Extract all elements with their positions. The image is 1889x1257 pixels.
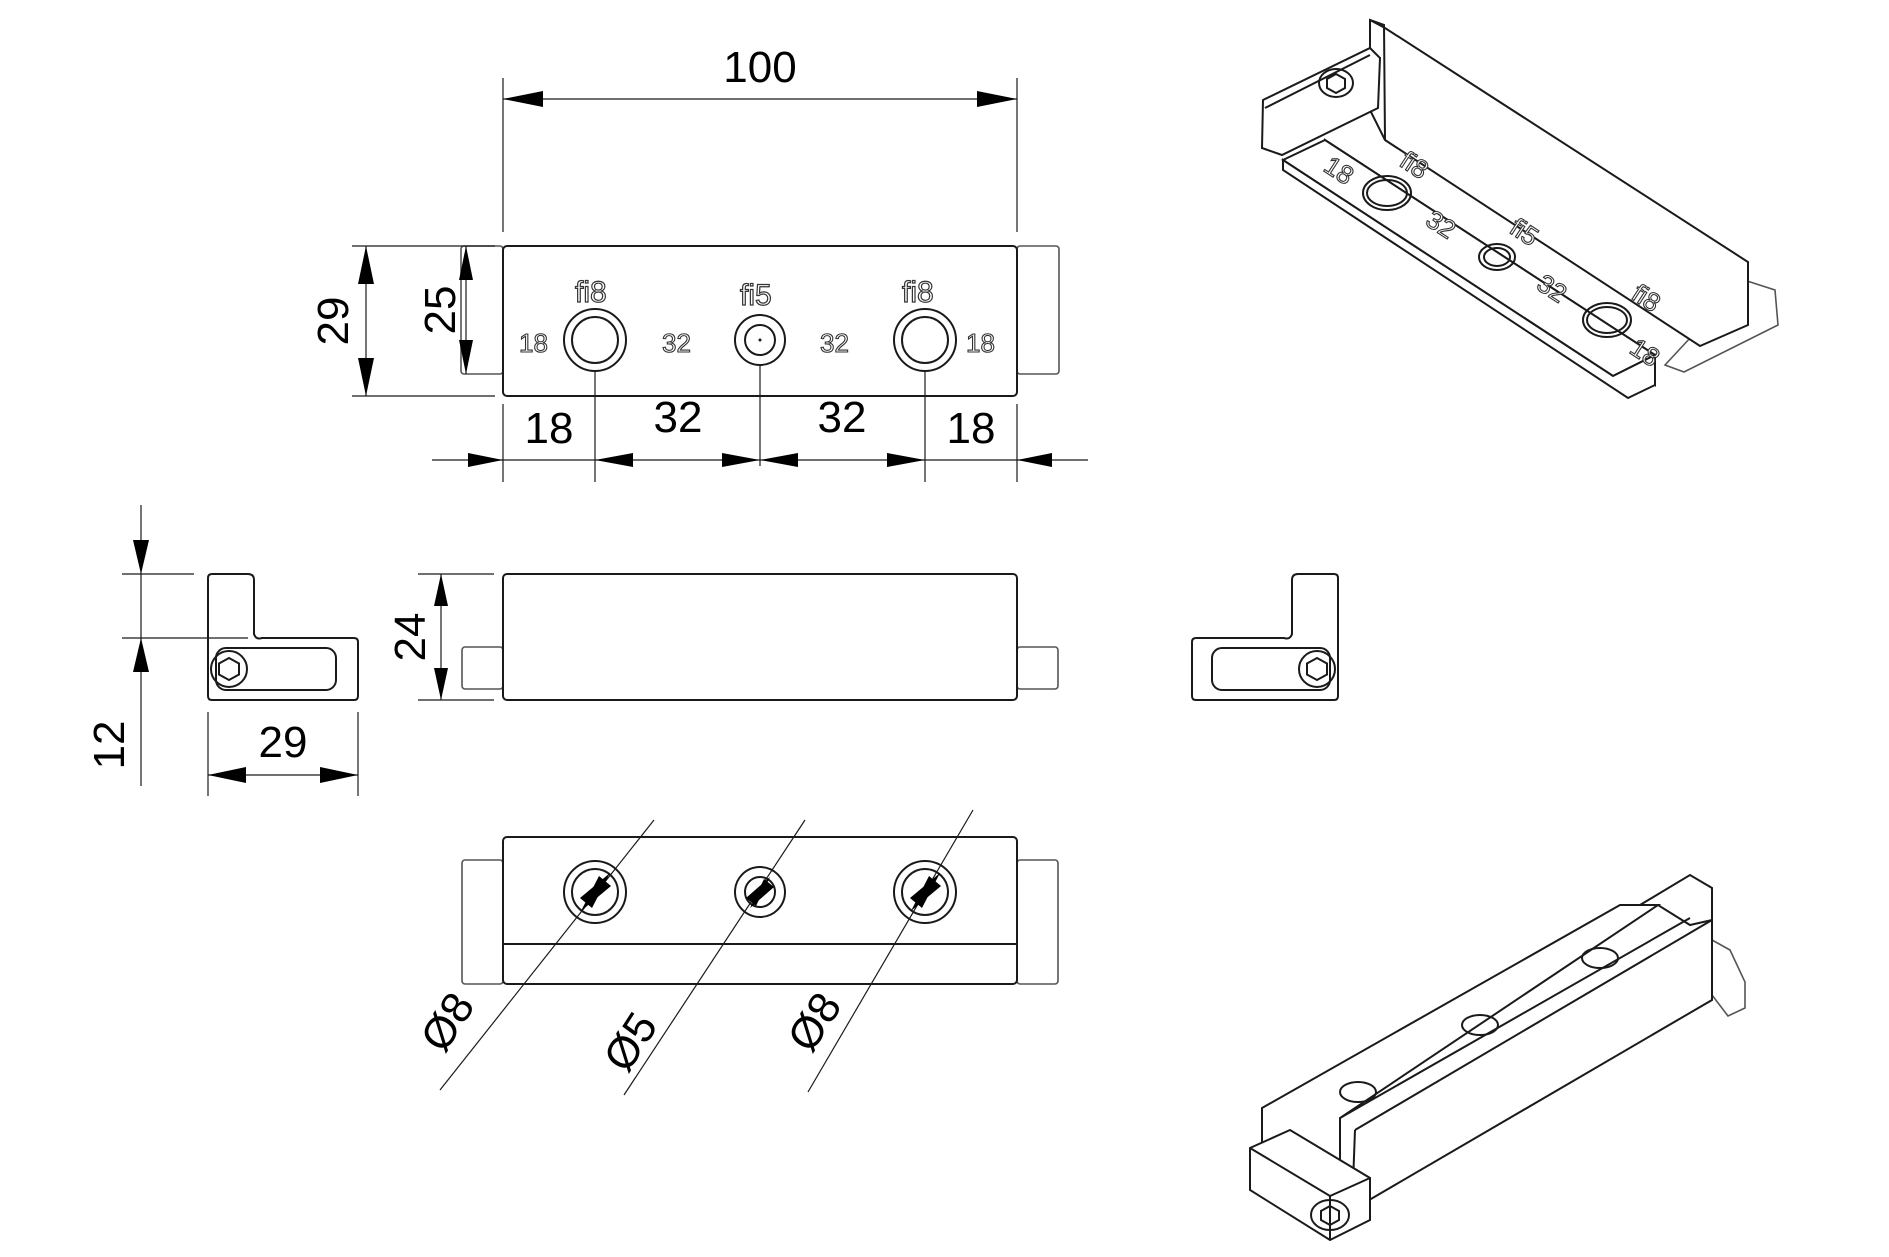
dim-pitch-32-left: 32 xyxy=(654,393,703,442)
bottom-view-tab-left xyxy=(461,859,504,985)
side-view-right xyxy=(1191,573,1339,701)
iso-view-bottom xyxy=(1249,873,1746,1242)
bottom-view-hole-middle xyxy=(734,866,786,918)
iso-top-hole-3 xyxy=(1582,302,1632,338)
hex-socket-screw-icon xyxy=(1298,650,1336,688)
dim-length-100: 100 xyxy=(723,43,796,92)
dim-height-29: 29 xyxy=(309,297,358,346)
front-view: 24 xyxy=(386,573,1059,701)
side-view-left-slot xyxy=(215,647,337,691)
iso-top-hex-socket-screw-icon xyxy=(1318,68,1354,98)
hex-socket-screw-icon xyxy=(210,650,248,688)
engraved-18-right: 18 xyxy=(966,328,995,358)
iso-top-hole-1 xyxy=(1362,175,1412,211)
dim-diameter-right: Ø8 xyxy=(778,984,851,1060)
dim-edge-left-18: 18 xyxy=(525,404,574,453)
dim-height-24: 24 xyxy=(386,613,435,662)
side-view-right-slot xyxy=(1211,647,1331,691)
engraved-32-right: 32 xyxy=(820,328,849,358)
engraved-32-left: 32 xyxy=(662,328,691,358)
front-view-pin-right xyxy=(1016,646,1059,690)
bottom-view-tab-right xyxy=(1016,859,1059,985)
side-view-left-profile xyxy=(207,573,359,701)
bottom-view-hole-right xyxy=(893,860,957,924)
engraved-18-left: 18 xyxy=(519,328,548,358)
bottom-view-hole-left xyxy=(563,860,627,924)
engraved-fi5: fi5 xyxy=(740,279,772,312)
engraved-fi8-right: fi8 xyxy=(902,276,934,309)
dim-upper-12: 12 xyxy=(85,721,134,770)
bottom-view: Ø8 Ø5 Ø8 xyxy=(411,809,1059,1096)
dim-height-25: 25 xyxy=(416,286,465,335)
dim-width-29: 29 xyxy=(259,718,308,767)
front-view-body xyxy=(502,573,1018,701)
bottom-view-body xyxy=(502,836,1018,985)
iso-bottom-hex-socket-screw-icon xyxy=(1310,1199,1350,1231)
side-view-left: 12 29 xyxy=(85,505,359,796)
top-view: fi8 fi5 fi8 18 32 32 18 100 29 25 xyxy=(309,43,1088,482)
dim-diameter-middle: Ø5 xyxy=(594,1004,667,1080)
iso-view-top: 18 fi8 32 fi5 32 fi8 18 xyxy=(1260,18,1779,400)
dim-pitch-32-right: 32 xyxy=(818,393,867,442)
side-view-right-profile xyxy=(1191,573,1339,701)
dim-edge-right-18: 18 xyxy=(947,404,996,453)
engraved-fi8-left: fi8 xyxy=(575,276,607,309)
top-view-tab-right xyxy=(1016,245,1060,375)
front-view-pin-left xyxy=(461,646,504,690)
iso-top-hole-2 xyxy=(1478,243,1516,271)
